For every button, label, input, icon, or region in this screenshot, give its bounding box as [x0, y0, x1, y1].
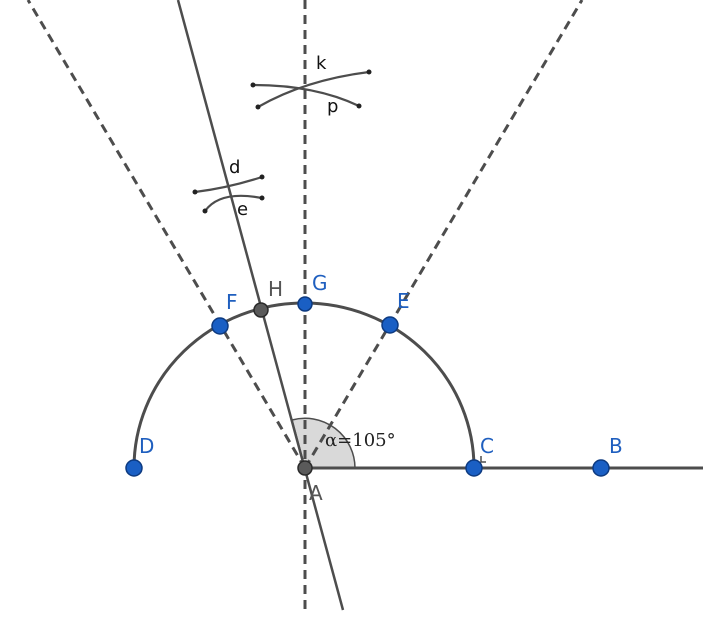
- right-angle-tick: [480, 456, 486, 463]
- construction-arc-d: [194, 175, 263, 194]
- point-F[interactable]: [211, 317, 229, 335]
- arc-endpoint: [192, 189, 198, 195]
- construction-arc-p: [252, 83, 360, 107]
- label-F: F: [226, 290, 238, 314]
- point-C[interactable]: [465, 459, 483, 477]
- arc-endpoint: [356, 103, 362, 109]
- dashed-line-AF: [26, 0, 307, 469]
- point-B[interactable]: [592, 459, 610, 477]
- label-arc-k: k: [316, 53, 327, 74]
- arc-endpoint: [255, 104, 261, 110]
- label-C: C: [480, 434, 494, 458]
- angle-alpha-sector: [291, 417, 356, 469]
- arc-endpoint: [259, 195, 265, 201]
- label-arc-d: d: [229, 157, 240, 178]
- label-arc-p: p: [327, 96, 338, 117]
- label-A: A: [309, 481, 323, 505]
- arc-endpoint: [250, 82, 256, 88]
- construction-arc-e: [204, 194, 263, 212]
- point-E[interactable]: [381, 316, 399, 334]
- arc-endpoint: [366, 69, 372, 75]
- label-B: B: [609, 434, 623, 458]
- point-A[interactable]: [297, 460, 313, 476]
- arc-endpoint: [259, 174, 265, 180]
- angle-alpha-label: α=105°: [325, 430, 396, 451]
- label-D: D: [139, 434, 154, 458]
- dashed-line-AE: [303, 0, 584, 469]
- label-H: H: [268, 277, 283, 301]
- construction-arc-k: [257, 70, 370, 108]
- point-G[interactable]: [297, 296, 313, 312]
- label-G: G: [312, 271, 328, 295]
- point-H[interactable]: [253, 302, 269, 318]
- point-D[interactable]: [125, 459, 143, 477]
- label-E: E: [397, 289, 410, 313]
- arc-endpoint: [202, 208, 208, 214]
- label-arc-e: e: [237, 199, 248, 220]
